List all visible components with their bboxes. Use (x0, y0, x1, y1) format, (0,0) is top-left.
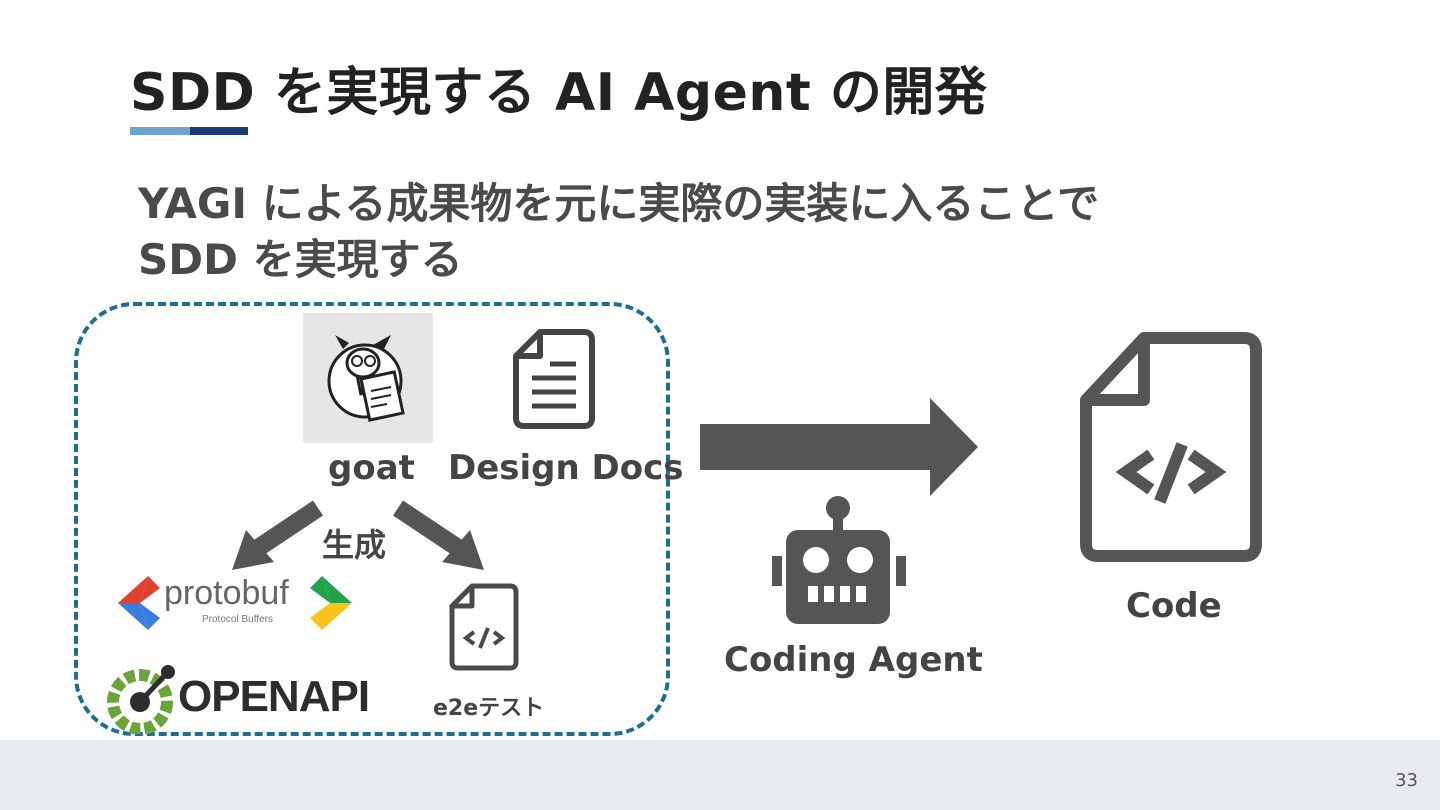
protobuf-subtitle: Protocol Buffers (202, 614, 273, 625)
protobuf-wordmark: protobuf (164, 574, 289, 612)
goat-label: goat (328, 448, 415, 488)
arrow-down-right (393, 500, 488, 579)
goat-logo (303, 313, 433, 443)
document-icon (512, 328, 596, 434)
code-file-icon-small (448, 582, 520, 676)
openapi-wordmark: OPENAPI (178, 672, 370, 721)
code-file-icon (1080, 332, 1262, 566)
slide-subtitle: YAGI による成果物を元に実際の実装に入ることで SDD を実現する (138, 176, 1099, 288)
code-label: Code (1126, 586, 1222, 626)
artifact-group-box (74, 302, 670, 736)
arrow-down-left (228, 500, 323, 579)
e2e-test-label: e2eテスト (433, 696, 545, 721)
design-docs-label: Design Docs (448, 448, 684, 488)
protobuf-logo: protobuf Protocol Buffers (118, 574, 352, 630)
title-accent-dark (190, 127, 248, 135)
robot-icon (772, 494, 906, 628)
coding-agent-label: Coding Agent (724, 640, 983, 680)
title-accent-light (130, 127, 190, 135)
slide-title: SDD を実現する AI Agent の開発 (130, 63, 988, 123)
page-number: 33 (1395, 770, 1418, 791)
generate-label: 生成 (322, 526, 387, 564)
subtitle-line-2: SDD を実現する (138, 235, 463, 284)
subtitle-line-1: YAGI による成果物を元に実際の実装に入ることで (138, 179, 1100, 228)
flow-arrow (700, 398, 978, 500)
slide-footer (0, 740, 1440, 810)
openapi-logo: OPENAPI (106, 662, 370, 734)
